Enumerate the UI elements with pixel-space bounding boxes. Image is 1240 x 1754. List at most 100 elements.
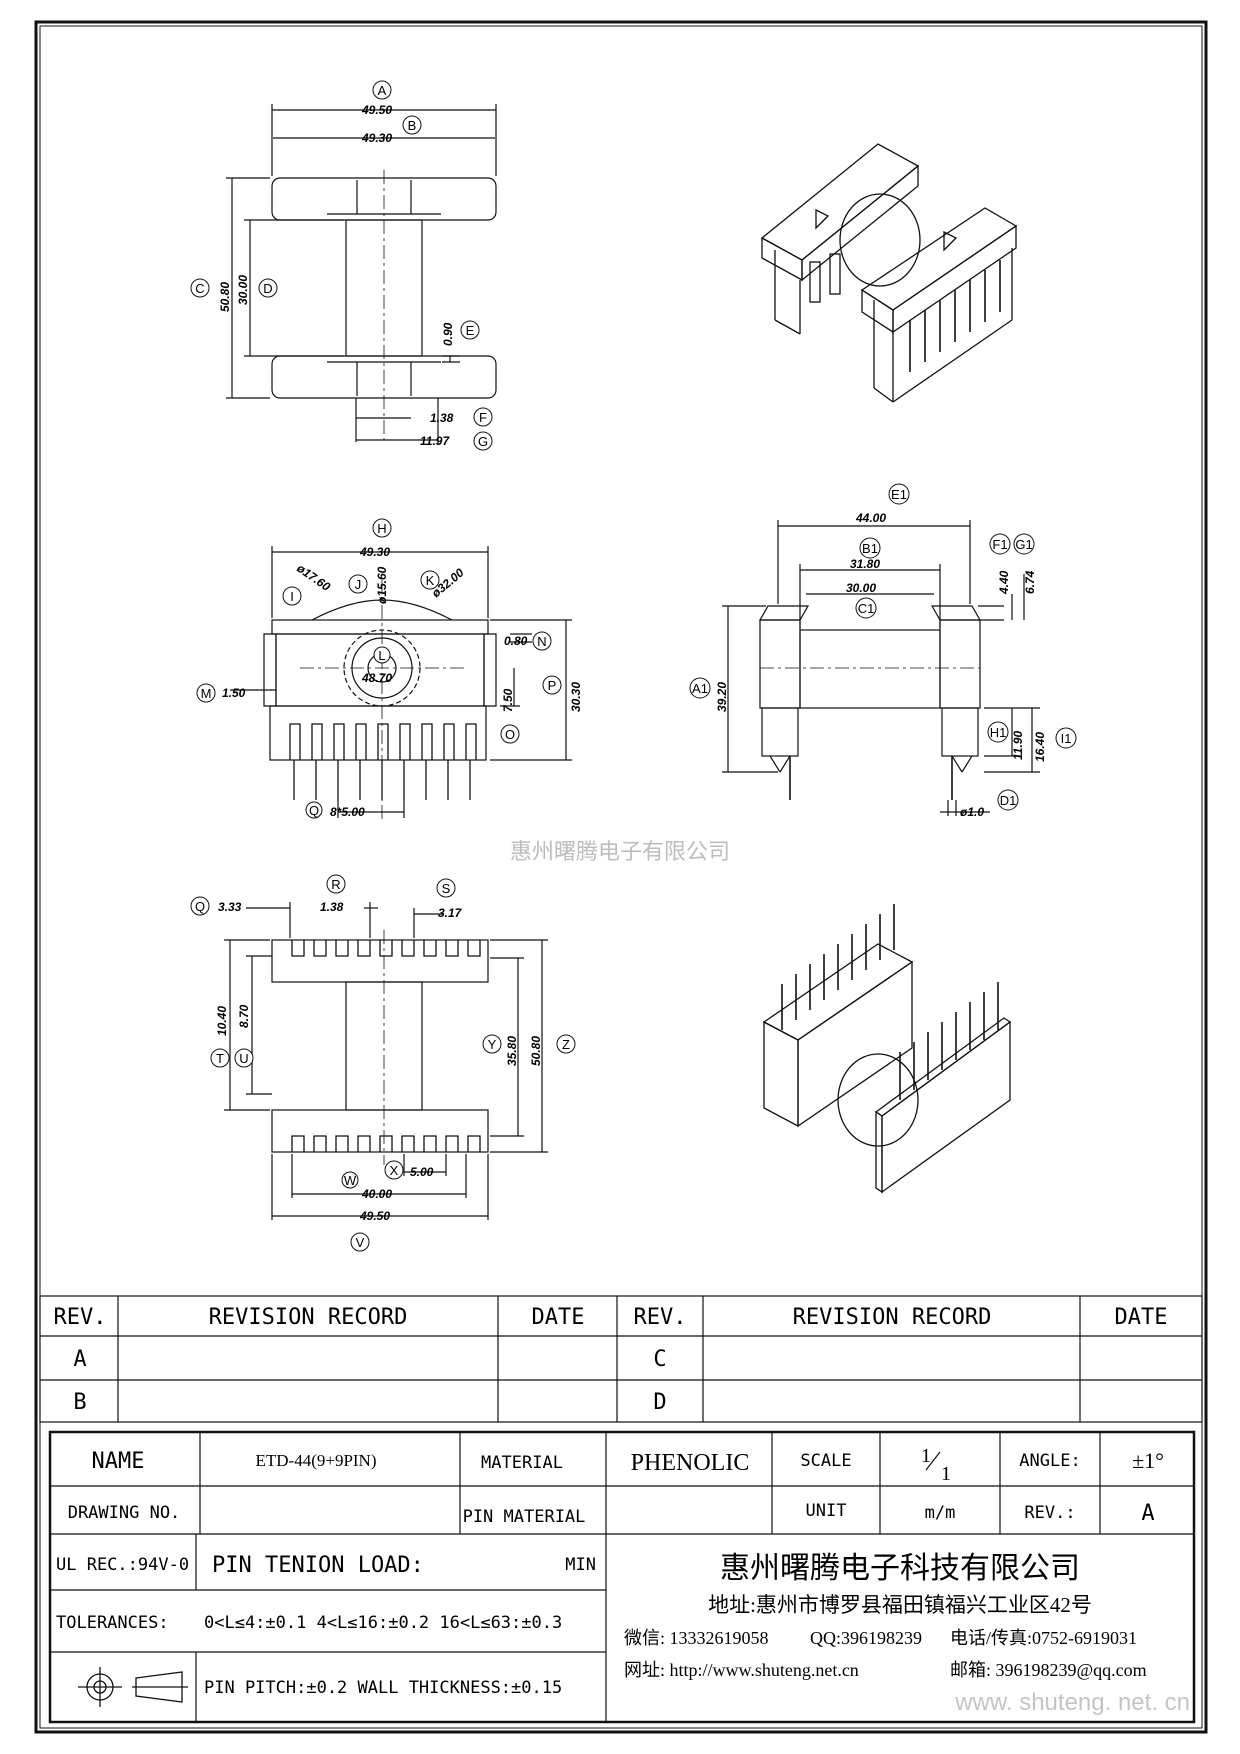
bubble-K: K [420, 570, 440, 590]
rev-cell-B: B [73, 1390, 86, 1415]
dim-49-50: 49.50 [361, 103, 392, 117]
contact-email: 邮箱: 396198239@qq.com [950, 1660, 1147, 1680]
label: A [378, 83, 387, 98]
label: G1 [1015, 537, 1032, 552]
bubble-L: L [373, 646, 391, 664]
pin-tension-label: PIN TENION LOAD: [212, 1553, 424, 1578]
bubble-S: S [436, 878, 456, 898]
bubble-T: T [210, 1048, 230, 1068]
dim-d17-60: ø17.60 [294, 561, 333, 594]
revision-record-header-1: REVISION RECORD [209, 1305, 408, 1330]
top-view-labels: A 49.50 B 49.30 C 50.80 30.00 D 0.90 E 1… [190, 80, 493, 451]
ul-rec-label: UL REC.:94V-0 [56, 1555, 189, 1575]
projection-symbol-icon [78, 1667, 188, 1707]
isometric-view-bottom [762, 904, 1012, 1194]
contact-qq: QQ:396198239 [810, 1628, 922, 1648]
dim-30-00: 30.00 [236, 275, 250, 305]
dim-30-30: 30.30 [569, 682, 583, 712]
bubble-H: H [372, 518, 392, 538]
bubble-Q-front: Q [305, 801, 323, 819]
label: F1 [992, 537, 1007, 552]
bubble-Q: Q [190, 896, 210, 916]
rev-header-2: REV. [634, 1305, 687, 1330]
contact-website: 网址: http://www.shuteng.net.cn [624, 1660, 859, 1680]
bubble-J: J [348, 574, 368, 594]
contact-phone: 电话/传真:0752-6919031 [950, 1628, 1137, 1648]
label: O [505, 727, 515, 742]
dim-4-40: 4.40 [997, 570, 1011, 595]
isometric-view-top [760, 143, 1018, 403]
dim-16-40: 16.40 [1033, 732, 1047, 762]
outer-border [34, 20, 1208, 1734]
bubble-B1: B1 [859, 537, 881, 559]
label: E [466, 323, 475, 338]
label: N [537, 634, 546, 649]
label: K [426, 573, 435, 588]
scale-denominator: 1 [941, 1463, 951, 1485]
front-view [230, 546, 572, 820]
title-block: NAME ETD-44(9+9PIN) MATERIAL PHENOLIC SC… [48, 1430, 1196, 1724]
label: H1 [990, 725, 1007, 740]
material-value: PHENOLIC [631, 1450, 750, 1476]
rev-header-1: REV. [54, 1305, 107, 1330]
label: D [263, 281, 272, 296]
label: B [408, 118, 417, 133]
watermark-website: www. shuteng. net. cn [954, 1689, 1190, 1716]
bottom-view-labels: Q 3.33 R 1.38 S 3.17 10.40 8.70 T U Y 35… [190, 874, 576, 1252]
bubble-A: A [372, 80, 392, 100]
bubble-Y: Y [482, 1034, 502, 1054]
bottom-view [224, 902, 548, 1220]
unit-value: m/m [925, 1503, 956, 1523]
front-view-labels: H 49.30 I ø17.60 J ø15.60 K ø32.00 L 48.… [196, 518, 583, 819]
dim-39-20: 39.20 [715, 682, 729, 712]
bubble-G1: G1 [1013, 533, 1035, 555]
bubble-X: X [384, 1160, 404, 1180]
pin-pitch-wall-thickness: PIN PITCH:±0.2 WALL THICKNESS:±0.15 [204, 1678, 562, 1698]
dim-1-50: 1.50 [222, 686, 246, 700]
dim-3-33: 3.33 [218, 900, 242, 914]
label: J [355, 577, 362, 592]
dim-35-80: 35.80 [505, 1036, 519, 1066]
bubble-I1: I1 [1055, 727, 1077, 749]
label: W [344, 1173, 357, 1188]
bubble-G: G [473, 431, 493, 451]
side-view-labels: E1 44.00 B1 31.80 F1 G1 4.40 6.74 30.00 … [689, 483, 1077, 819]
label: B1 [862, 541, 878, 556]
bubble-C: C [190, 278, 210, 298]
rev-value: A [1141, 1501, 1154, 1526]
bubble-F: F [473, 407, 493, 427]
watermark-company: 惠州曙腾电子有限公司 [510, 839, 730, 864]
label: D1 [1000, 793, 1017, 808]
label: G [478, 434, 488, 449]
name-label: NAME [92, 1449, 145, 1474]
label: C1 [858, 601, 875, 616]
date-header-2: DATE [1115, 1305, 1168, 1330]
label: H [377, 521, 386, 536]
bubble-E: E [460, 320, 480, 340]
bubble-Z: Z [556, 1034, 576, 1054]
bubble-N: N [532, 631, 552, 651]
tolerances-value: 0<L≤4:±0.1 4<L≤16:±0.2 16<L≤63:±0.3 [204, 1613, 562, 1633]
dim-side-30-00: 30.00 [846, 581, 876, 595]
company-address: 地址:惠州市博罗县福田镇福兴工业区42号 [708, 1593, 1092, 1617]
label: M [201, 686, 212, 701]
label: Q [195, 899, 205, 914]
dim-7-50: 7.50 [501, 688, 515, 712]
label: C [195, 281, 204, 296]
dim-8x5-00: 8*5.00 [330, 805, 365, 819]
bubble-D: D [258, 278, 278, 298]
date-header-1: DATE [532, 1305, 585, 1330]
contact-wechat: 微信: 13332619058 [624, 1628, 769, 1648]
dim-front-49-30: 49.30 [359, 545, 390, 559]
dim-8-70: 8.70 [237, 1004, 251, 1028]
label: T [216, 1051, 224, 1066]
dim-d15-60: ø15.60 [375, 566, 389, 604]
bubble-D1: D1 [997, 789, 1019, 811]
scale-slash [925, 1451, 941, 1471]
unit-label: UNIT [806, 1501, 847, 1521]
label: A1 [692, 681, 708, 696]
label: F [479, 410, 487, 425]
dim-6-74: 6.74 [1023, 570, 1037, 594]
inner-border [39, 25, 1203, 1729]
dim-bottom-1-38: 1.38 [320, 900, 344, 914]
